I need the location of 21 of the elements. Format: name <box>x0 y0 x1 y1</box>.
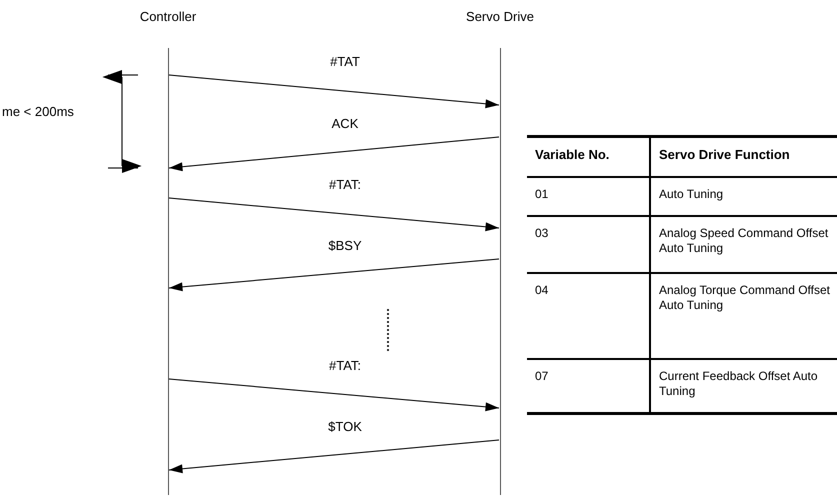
table-cell-text: Auto Tuning <box>658 186 724 203</box>
lifeline-label: Controller <box>140 8 196 26</box>
table-header-cell-text: Servo Drive Function <box>658 146 791 164</box>
message-arrow <box>168 74 500 108</box>
table-cell: 01 <box>527 178 651 215</box>
message-arrow <box>168 258 500 292</box>
table-cell-text: Analog Torque Command Offset Auto Tuning <box>658 282 831 314</box>
table-cell: 03 <box>527 217 651 272</box>
message-arrow <box>168 378 500 412</box>
table-cell: 07 <box>527 360 651 412</box>
table-cell: 04 <box>527 274 651 358</box>
timing-label: me < 200ms <box>2 104 74 120</box>
lifeline-label: Servo Drive <box>466 8 534 26</box>
edge-label: $TOK <box>326 419 364 435</box>
message-arrow <box>168 136 500 172</box>
table-cell-text: Current Feedback Offset Auto Tuning <box>658 368 819 400</box>
message-arrow <box>168 198 500 232</box>
edge-label: $BSY <box>326 238 364 254</box>
message-arrow <box>168 440 500 474</box>
table-header-cell: Variable No. <box>527 138 651 176</box>
table-cell-text: Analog Speed Command Offset Auto Tuning <box>658 225 830 257</box>
